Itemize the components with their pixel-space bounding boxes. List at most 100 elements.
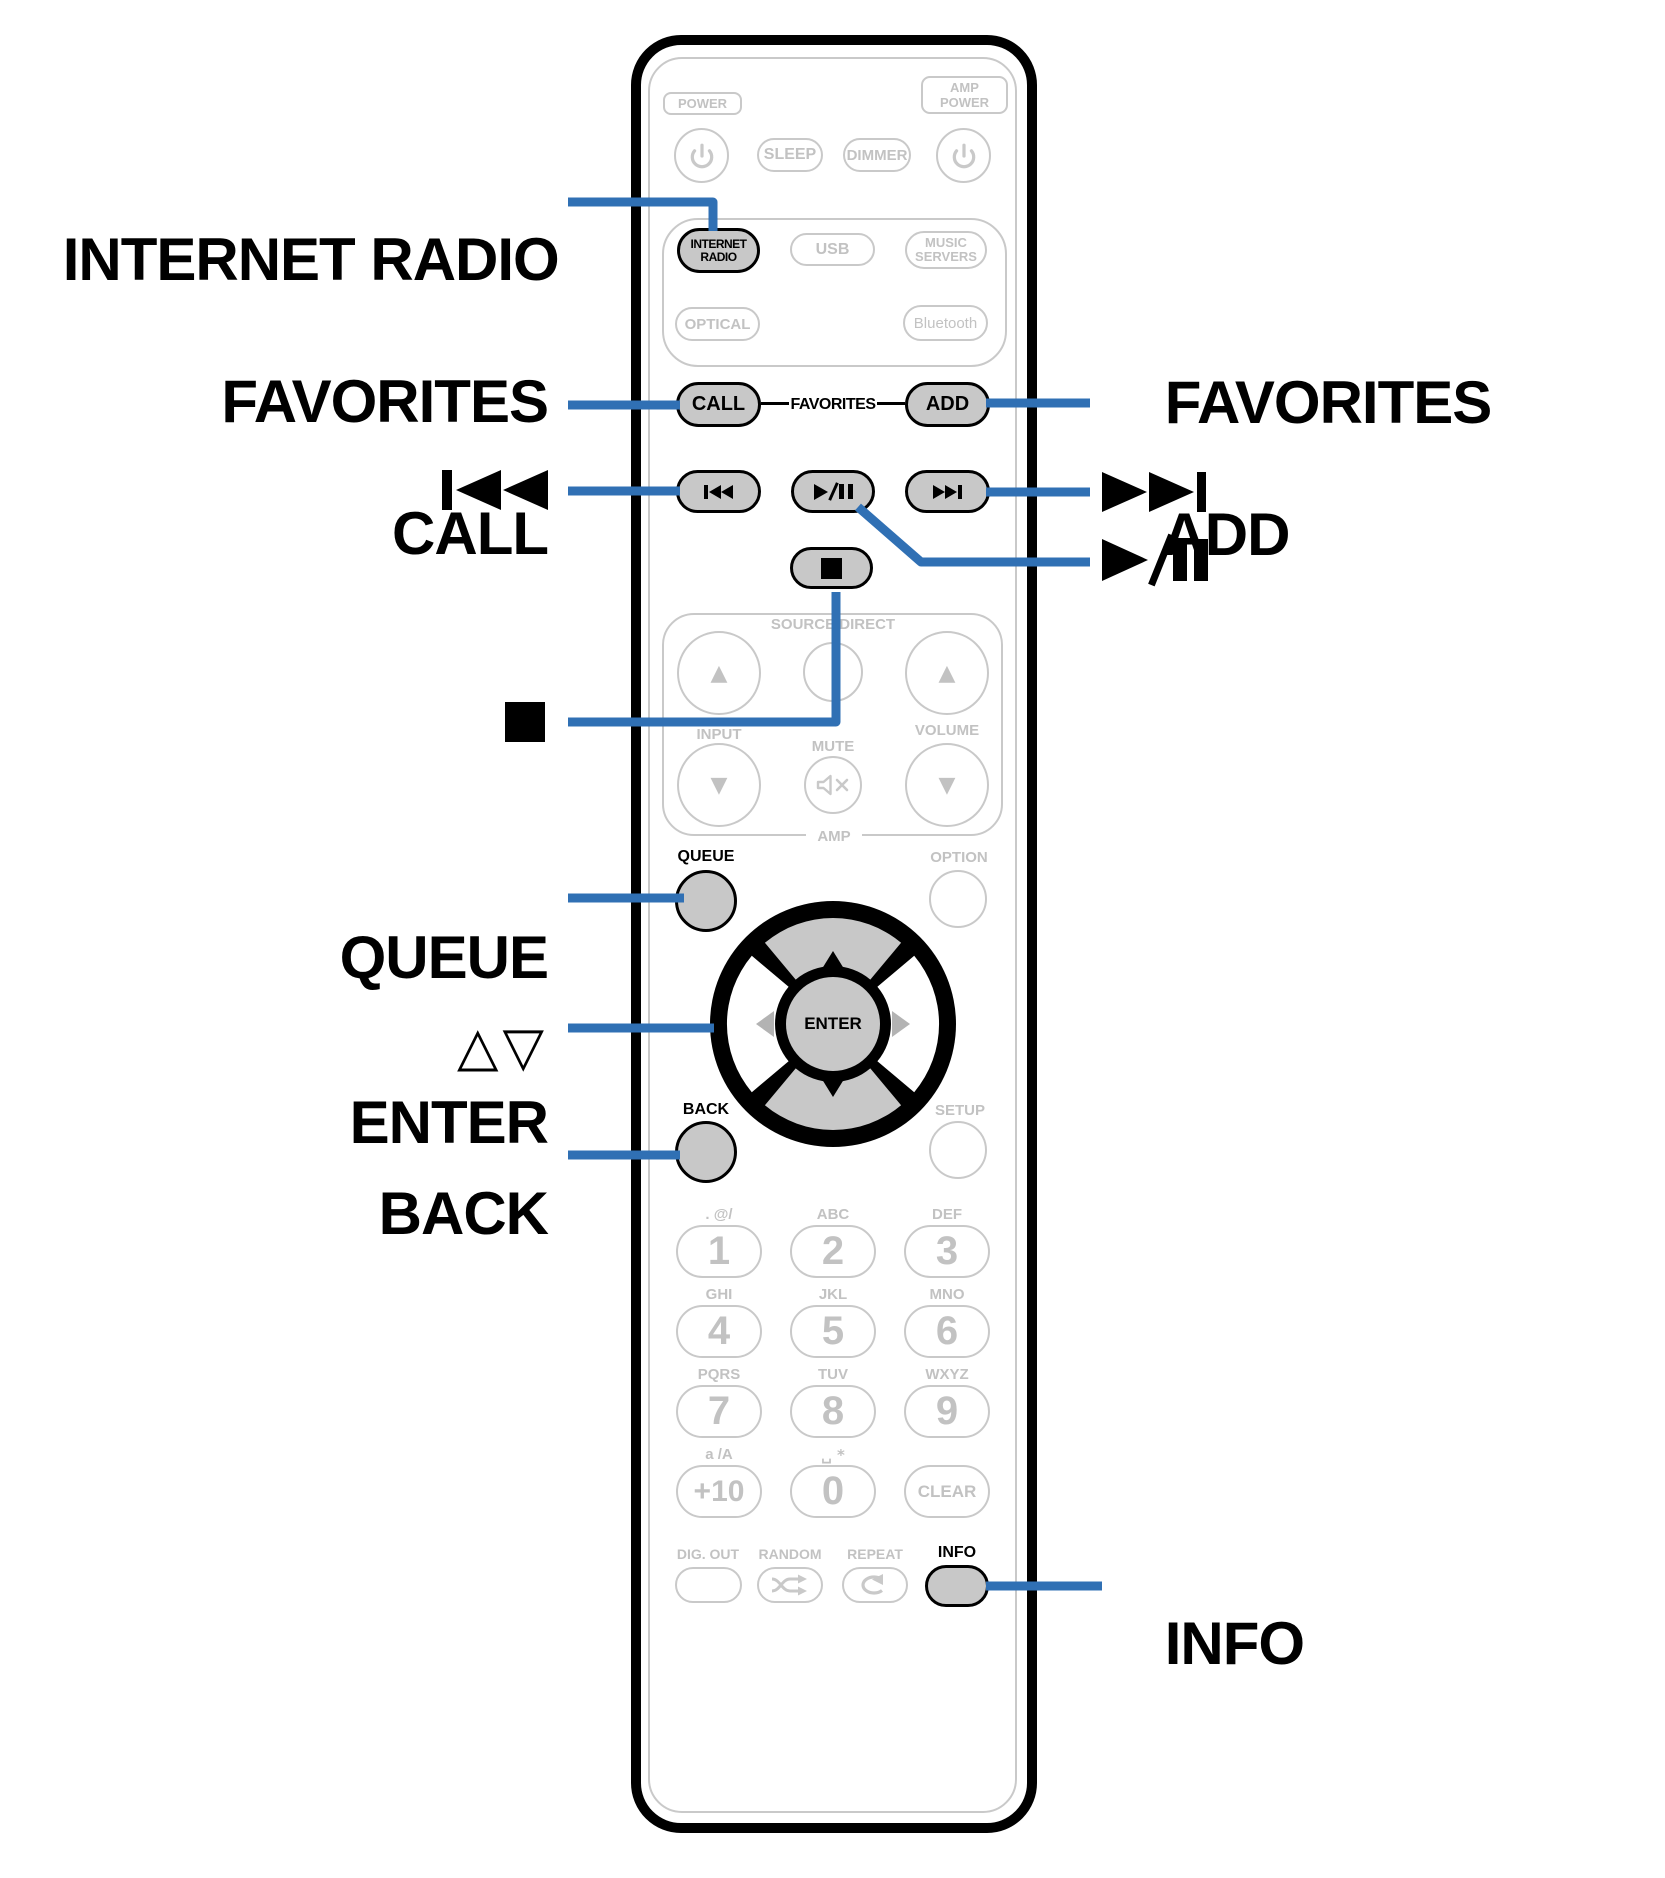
callout-info: INFO: [1164, 1610, 1305, 1677]
key-clear: CLEAR: [904, 1465, 990, 1518]
power-label-box: POWER: [663, 92, 742, 115]
source-direct-button: [803, 642, 863, 702]
music-servers-button: MUSIC SERVERS: [905, 231, 987, 269]
cursor-pad: [708, 899, 958, 1149]
callout-queue: QUEUE: [339, 924, 549, 991]
dig-out-button: [675, 1567, 742, 1603]
random-label: RANDOM: [758, 1546, 822, 1562]
usb-button: USB: [790, 233, 875, 266]
internet-radio-button: INTERNET RADIO: [677, 228, 760, 273]
down-triangle-icon: ▼: [710, 772, 728, 798]
callout-up-down up-down-icon: △▽: [456, 1015, 548, 1078]
key-letters: . @/: [705, 1206, 733, 1223]
repeat-label: REPEAT: [847, 1546, 903, 1562]
right-triangle-icon: [892, 1011, 910, 1037]
queue-button-label: QUEUE: [677, 848, 735, 865]
skip-forward-button: [905, 470, 990, 513]
input-up-button: ▲: [677, 631, 761, 715]
option-label: OPTION: [930, 849, 988, 866]
skip-back-icon: [442, 470, 452, 510]
callout-enter: ENTER: [349, 1089, 549, 1156]
key-letters: GHI: [705, 1286, 733, 1303]
queue-button: [675, 870, 737, 932]
source-group: [662, 218, 1007, 367]
favorites-connector-left: [761, 402, 789, 405]
setup-button: [929, 1121, 987, 1179]
stop-icon: [821, 557, 842, 579]
left-triangle-icon: [756, 1011, 774, 1037]
key-6: 6: [904, 1305, 990, 1358]
input-label: INPUT: [696, 726, 742, 743]
amp-power-button: [936, 128, 991, 183]
random-button: [757, 1567, 823, 1603]
callout-skip-back: [0, 470, 548, 510]
favorites-add-button: ADD: [905, 382, 990, 427]
cursor-up-button: [764, 918, 902, 980]
up-triangle-icon: ▲: [938, 660, 956, 686]
callout-skip-forward skip-forward-icon: [1102, 472, 1206, 512]
remote-inner-panel: [648, 57, 1017, 1813]
key-3: 3: [904, 1225, 990, 1278]
volume-up-button: ▲: [905, 631, 989, 715]
up-triangle-icon: ▲: [710, 660, 728, 686]
optical-button: OPTICAL: [675, 307, 760, 341]
favorites-connector-right: [877, 402, 905, 405]
info-button-label: INFO: [937, 1544, 977, 1561]
callout-stop stop-icon: [505, 702, 545, 742]
setup-label: SETUP: [934, 1102, 985, 1119]
power-icon: [952, 143, 975, 168]
key-letters: PQRS: [697, 1366, 741, 1383]
bluetooth-button: Bluetooth: [903, 305, 988, 341]
back-button: [675, 1121, 737, 1183]
key-letters: JKL: [818, 1286, 848, 1303]
skip-forward-icon: [933, 484, 962, 499]
mute-icon: [816, 774, 849, 796]
power-button: [674, 128, 729, 183]
power-icon: [690, 143, 713, 168]
shuffle-icon: [771, 1574, 807, 1596]
cursor-down-button: [764, 1068, 902, 1130]
down-triangle-icon: ▼: [938, 772, 956, 798]
key-letters: WXYZ: [925, 1366, 969, 1383]
down-triangle-icon: [820, 1076, 846, 1097]
key-letters: TUV: [818, 1366, 848, 1383]
key-4: 4: [676, 1305, 762, 1358]
option-button: [929, 870, 987, 928]
callout-back: BACK: [378, 1180, 549, 1247]
key-letters: DEF: [932, 1206, 962, 1223]
up-triangle-icon: [820, 951, 846, 972]
key-9: 9: [904, 1385, 990, 1438]
volume-down-button: ▼: [905, 743, 989, 827]
skip-back-button: [676, 470, 761, 513]
back-button-label: BACK: [682, 1101, 730, 1118]
favorites-row-label: FAVORITES: [790, 396, 877, 413]
info-button: [925, 1565, 989, 1607]
key-5: 5: [790, 1305, 876, 1358]
dimmer-button: DIMMER: [843, 138, 911, 172]
key-0: 0: [790, 1465, 876, 1518]
amp-label: AMP: [806, 828, 862, 845]
key-letters: ␣ *: [821, 1446, 845, 1464]
key-2: 2: [790, 1225, 876, 1278]
callout-favorites-add: FAVORITES ADD: [1162, 369, 1492, 568]
repeat-icon: [861, 1574, 883, 1595]
sleep-button: SLEEP: [757, 138, 823, 172]
stop-button: [790, 547, 873, 589]
input-down-button: ▼: [677, 743, 761, 827]
play-pause-button: [791, 470, 875, 513]
enter-button-label: ENTER: [804, 1014, 862, 1033]
skip-back-icon: [704, 484, 733, 499]
favorites-call-button: CALL: [676, 382, 761, 427]
callout-play-pause play-pause-icon: [1102, 533, 1208, 587]
play-pause-icon: [813, 482, 853, 501]
key-7: 7: [676, 1385, 762, 1438]
mute-button: [804, 756, 862, 814]
key-plus10: +10: [676, 1465, 762, 1518]
key-letters: MNO: [929, 1286, 965, 1303]
key-8: 8: [790, 1385, 876, 1438]
source-direct-label: SOURCE DIRECT: [770, 616, 896, 633]
enter-button: [786, 977, 880, 1071]
callout-favorites-call: FAVORITES CALL: [221, 368, 549, 567]
mute-label: MUTE: [811, 738, 855, 755]
